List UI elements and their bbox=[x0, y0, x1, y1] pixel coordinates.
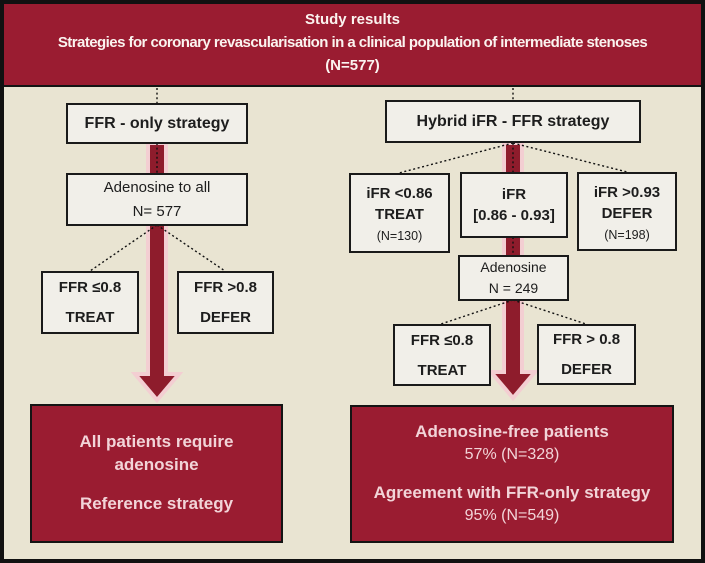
right-result-line2: 57% (N=328) bbox=[464, 446, 560, 464]
ifr-defer-threshold: iFR >0.93 bbox=[593, 183, 661, 201]
right-result-line3: Agreement with FFR-only strategy bbox=[373, 483, 651, 502]
ifr-treat-action: TREAT bbox=[375, 206, 424, 223]
right-result-box: Adenosine-free patients 57% (N=328) Agre… bbox=[350, 405, 674, 543]
right-adenosine-line2: N = 249 bbox=[488, 280, 539, 296]
left-defer-box: FFR >0.8 DEFER bbox=[177, 271, 274, 334]
right-result-line4: 95% (N=549) bbox=[464, 506, 560, 524]
ifr-grayzone-range: [0.86 - 0.93] bbox=[473, 207, 555, 224]
right-defer-action: DEFER bbox=[561, 361, 612, 378]
right-treat-threshold: FFR ≤0.8 bbox=[410, 331, 474, 349]
ifr-defer-box: iFR >0.93 DEFER (N=198) bbox=[577, 172, 677, 251]
ifr-treat-count: (N=130) bbox=[376, 229, 423, 243]
header-sample-size: (N=577) bbox=[325, 57, 380, 75]
ifr-grayzone-label: iFR bbox=[501, 186, 527, 203]
ifr-treat-box: iFR <0.86 TREAT (N=130) bbox=[349, 173, 450, 253]
ifr-treat-threshold: iFR <0.86 bbox=[366, 185, 433, 202]
left-adenosine-line2: N= 577 bbox=[132, 202, 182, 220]
left-result-line1: All patients require adenosine bbox=[79, 432, 234, 475]
left-treat-threshold: FFR ≤0.8 bbox=[58, 279, 122, 296]
right-strategy-label: Hybrid iFR - FFR strategy bbox=[416, 112, 610, 130]
left-adenosine-box: Adenosine to all N= 577 bbox=[66, 173, 248, 226]
right-defer-box: FFR > 0.8 DEFER bbox=[537, 324, 636, 385]
right-treat-action: TREAT bbox=[417, 361, 467, 379]
left-strategy-box: FFR - only strategy bbox=[66, 103, 248, 144]
right-adenosine-box: Adenosine N = 249 bbox=[458, 255, 569, 301]
left-defer-threshold: FFR >0.8 bbox=[194, 279, 257, 296]
left-result-line2: Reference strategy bbox=[79, 493, 234, 513]
left-defer-action: DEFER bbox=[200, 309, 251, 326]
left-treat-action: TREAT bbox=[65, 309, 115, 326]
header-subtitle: Strategies for coronary revascularisatio… bbox=[57, 33, 648, 51]
left-adenosine-line1: Adenosine to all bbox=[103, 179, 211, 197]
right-result-line1: Adenosine-free patients bbox=[415, 422, 609, 442]
right-adenosine-line1: Adenosine bbox=[480, 259, 547, 275]
dotted-connectors bbox=[89, 88, 628, 325]
left-result-box: All patients require adenosine Reference… bbox=[30, 404, 283, 543]
right-strategy-box: Hybrid iFR - FFR strategy bbox=[385, 100, 641, 143]
ifr-defer-count: (N=198) bbox=[604, 227, 650, 242]
right-defer-threshold: FFR > 0.8 bbox=[552, 331, 621, 348]
right-treat-box: FFR ≤0.8 TREAT bbox=[393, 324, 491, 386]
ifr-defer-action: DEFER bbox=[601, 204, 653, 222]
left-strategy-label: FFR - only strategy bbox=[84, 114, 230, 132]
header-title: Study results bbox=[304, 10, 401, 28]
left-treat-box: FFR ≤0.8 TREAT bbox=[41, 271, 139, 334]
ifr-grayzone-box: iFR [0.86 - 0.93] bbox=[460, 172, 568, 238]
header-banner: Study results Strategies for coronary re… bbox=[0, 0, 705, 87]
